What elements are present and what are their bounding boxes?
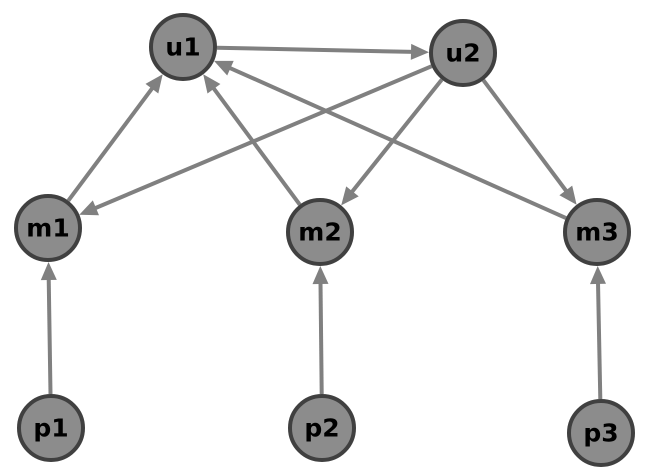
edge-line (596, 281, 603, 400)
node-label: p1 (33, 414, 68, 443)
edge-line (46, 277, 53, 395)
node-p3: p3 (567, 399, 635, 467)
edge-line (216, 45, 414, 54)
node-m3: m3 (563, 198, 631, 266)
arrowhead-icon (312, 266, 329, 285)
edge-line (93, 64, 433, 211)
edges-layer (40, 43, 606, 400)
edge-line (318, 281, 324, 395)
node-u2: u2 (429, 19, 497, 87)
edge-m1-to-u1 (66, 74, 163, 202)
edge-u2-to-m1 (79, 64, 433, 216)
node-label: m3 (575, 218, 618, 247)
edge-u2-to-m3 (481, 79, 577, 205)
node-circle (14, 194, 82, 262)
node-circle (288, 394, 356, 462)
node-label: u1 (165, 33, 200, 62)
arrowhead-icon (203, 74, 221, 94)
node-label: p2 (304, 414, 339, 443)
edge-u1-to-u2 (216, 43, 429, 60)
arrowhead-icon (214, 60, 234, 76)
node-label: p3 (583, 419, 618, 448)
node-m1: m1 (14, 194, 82, 262)
edge-m3-to-u1 (214, 60, 567, 220)
node-p1: p1 (17, 394, 85, 462)
arrowhead-icon (590, 266, 606, 285)
node-circle (17, 394, 85, 462)
arrowhead-icon (559, 185, 577, 205)
edge-p2-to-m2 (312, 266, 329, 395)
edge-line (349, 78, 444, 195)
edge-line (211, 86, 302, 206)
node-circle (429, 19, 497, 87)
edge-m2-to-u1 (203, 74, 302, 206)
arrowhead-icon (40, 262, 57, 281)
edge-u2-to-m2 (341, 78, 444, 206)
arrowhead-icon (410, 43, 429, 60)
edge-line (227, 65, 567, 220)
node-circle (286, 198, 354, 266)
node-u1: u1 (149, 13, 217, 81)
node-circle (567, 399, 635, 467)
nodes-layer: u1 u2 m1 m2 m3 p1 p2 p3 (14, 13, 635, 467)
node-circle (149, 13, 217, 81)
edge-p1-to-m1 (40, 262, 57, 395)
edge-line (66, 85, 155, 202)
arrowhead-icon (341, 186, 359, 206)
node-m2: m2 (286, 198, 354, 266)
node-label: m1 (26, 214, 69, 243)
node-label: m2 (298, 218, 341, 247)
arrowhead-icon (79, 200, 99, 216)
node-circle (563, 198, 631, 266)
edge-p3-to-m3 (590, 266, 606, 400)
node-label: u2 (445, 39, 480, 68)
arrowhead-icon (145, 74, 163, 94)
node-p2: p2 (288, 394, 356, 462)
edge-line (481, 79, 569, 194)
